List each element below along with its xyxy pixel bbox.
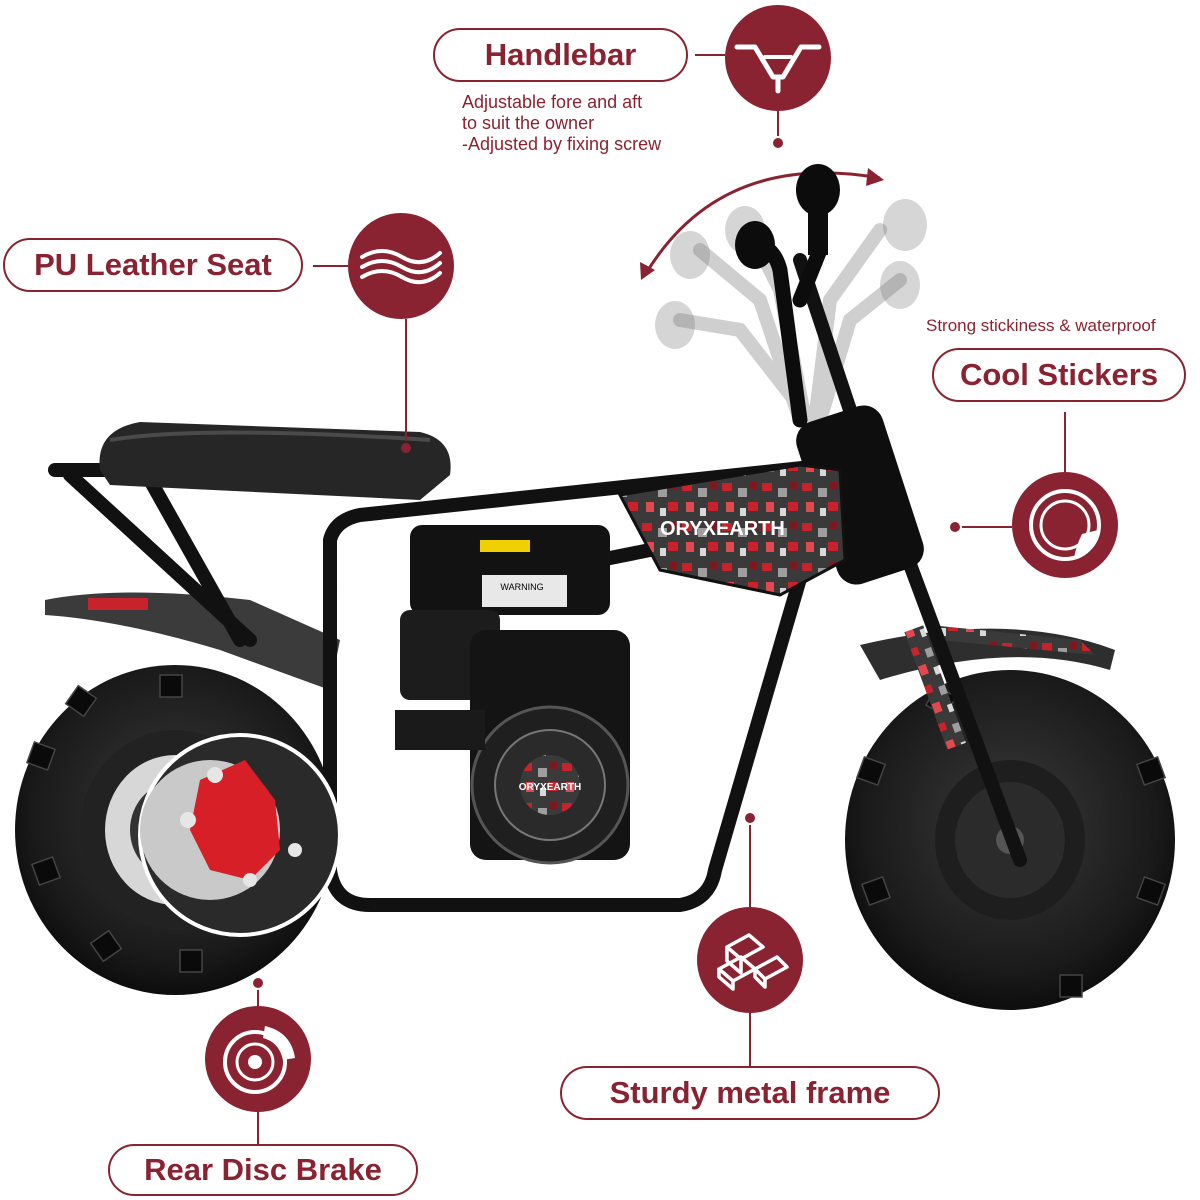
- warning-label: WARNING: [500, 582, 543, 592]
- stickers-label: Cool Stickers: [932, 348, 1186, 402]
- handlebar-note: Adjustable fore and aft to suit the owne…: [462, 92, 722, 155]
- seat-label-text: PU Leather Seat: [34, 247, 272, 282]
- stickers-label-text: Cool Stickers: [959, 357, 1159, 392]
- frame-icon-badge: [697, 907, 803, 1013]
- frame-pointer-line: [749, 825, 751, 907]
- metal-bars-icon: [717, 933, 789, 991]
- seat-icon: [360, 249, 442, 285]
- seat-pointer-line: [405, 319, 407, 441]
- disc-brake-icon: [223, 1026, 295, 1094]
- handlebar-label-text: Handlebar: [484, 37, 637, 72]
- stickers-note: Strong stickiness & waterproof: [926, 316, 1156, 335]
- stickers-icon-badge: [1012, 472, 1118, 578]
- brake-icon-badge: [205, 1006, 311, 1112]
- handlebar-label: Handlebar: [433, 28, 688, 82]
- handlebar-note-line-1: Adjustable fore and aft: [462, 92, 643, 112]
- frame-connector: [749, 1013, 751, 1068]
- seat-connector: [313, 265, 348, 267]
- seat-icon-badge: [348, 213, 454, 319]
- tank-decal: ORYXEARTH: [660, 518, 785, 540]
- handlebar-icon: [734, 44, 822, 94]
- brake-connector: [257, 1112, 259, 1144]
- brake-pointer-line: [257, 990, 259, 1008]
- engine-decal: ORYXEARTH: [519, 782, 581, 793]
- frame-label-text: Sturdy metal frame: [609, 1075, 891, 1110]
- adjustment-arrow: [643, 171, 881, 276]
- handlebar-note-line-2: to suit the owner: [462, 113, 595, 133]
- frame-pointer-dot: [745, 813, 755, 823]
- handlebar-connector: [695, 54, 725, 56]
- handlebar-pointer-line: [777, 111, 779, 136]
- handlebar-note-line-3: -Adjusted by fixing screw: [462, 134, 662, 154]
- brake-label: Rear Disc Brake: [108, 1144, 418, 1196]
- seat-pointer-dot: [401, 443, 411, 453]
- sticker-icon: [1029, 489, 1101, 561]
- frame-label: Sturdy metal frame: [560, 1066, 940, 1120]
- seat-label: PU Leather Seat: [3, 238, 303, 292]
- stickers-pointer-dot: [950, 522, 960, 532]
- handlebar-icon-badge: [725, 5, 831, 111]
- brake-label-text: Rear Disc Brake: [144, 1152, 382, 1187]
- brake-pointer-dot: [253, 978, 263, 988]
- stickers-pointer-line: [962, 526, 1012, 528]
- stickers-connector: [1064, 412, 1066, 472]
- handlebar-pointer-dot: [773, 138, 783, 148]
